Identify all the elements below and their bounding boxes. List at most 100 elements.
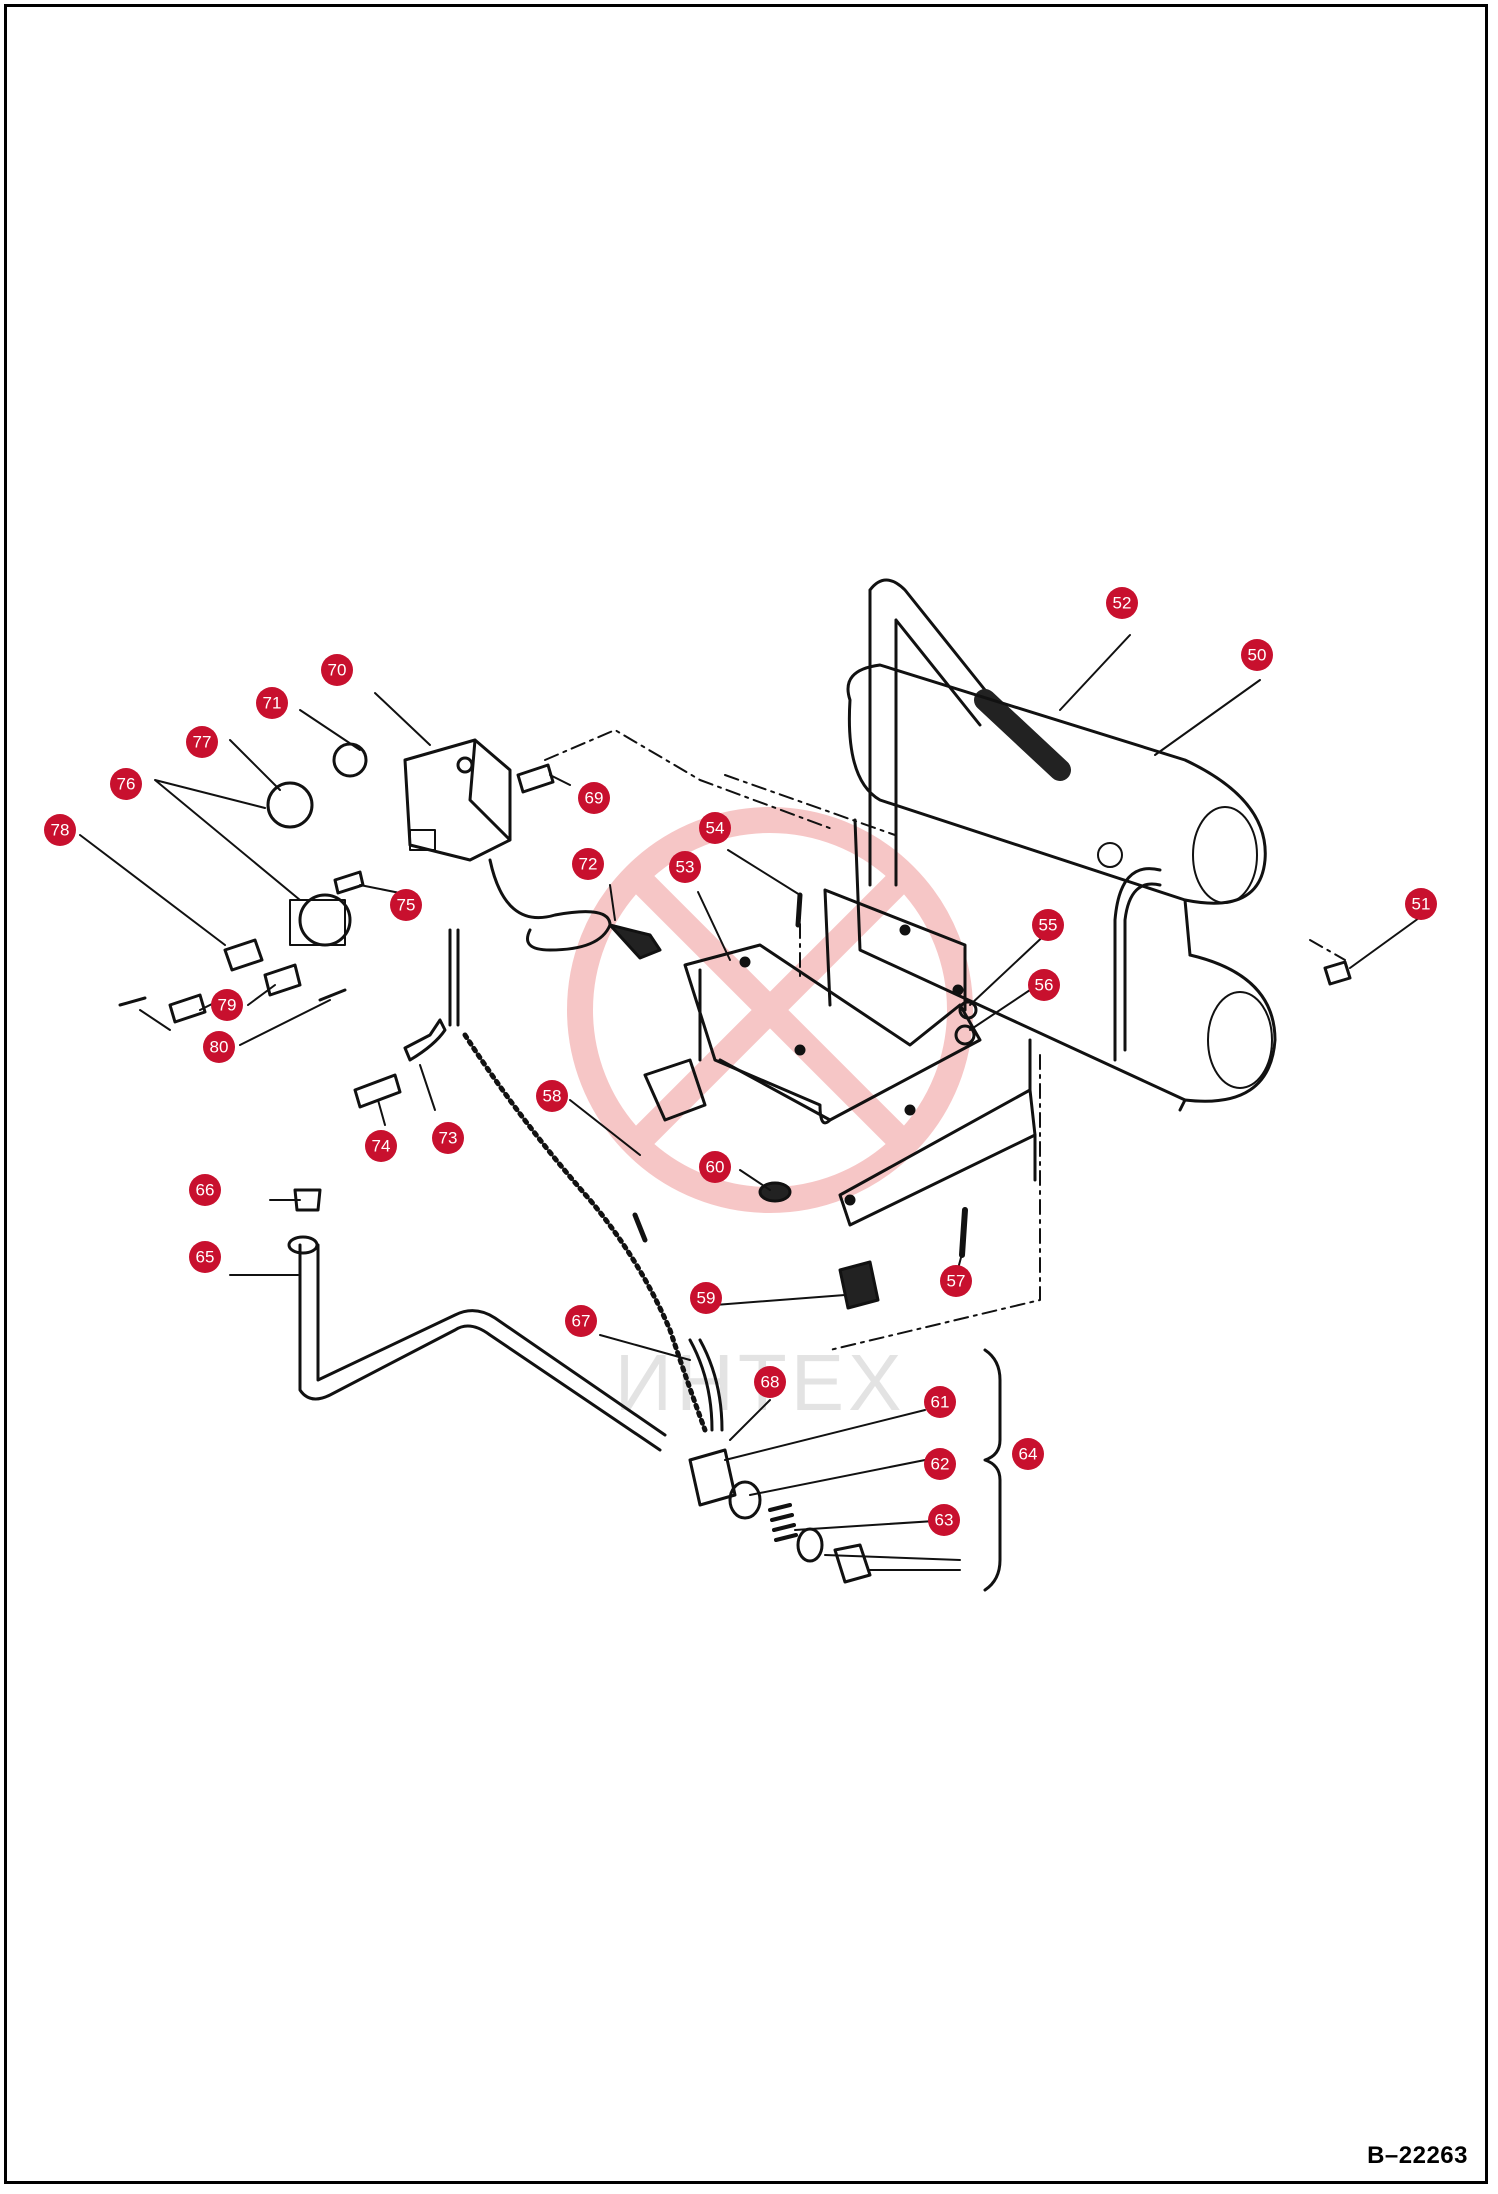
callout-79: 79 (211, 989, 243, 1021)
callout-78: 78 (44, 814, 76, 846)
svg-text:78: 78 (51, 821, 70, 840)
svg-text:50: 50 (1248, 646, 1267, 665)
callout-65: 65 (189, 1241, 221, 1273)
svg-text:69: 69 (585, 789, 604, 808)
washer-55 (958, 1000, 978, 1020)
svg-text:51: 51 (1412, 895, 1431, 914)
document-id: B–22263 (1367, 2142, 1468, 2169)
svg-text:52: 52 (1113, 594, 1132, 613)
callout-76: 76 (110, 768, 142, 800)
callout-66: 66 (189, 1174, 221, 1206)
callout-74: 74 (365, 1130, 397, 1162)
svg-text:61: 61 (931, 1393, 950, 1412)
callout-55: 55 (1032, 909, 1064, 941)
front-loop (1113, 867, 1162, 1062)
svg-text:73: 73 (439, 1129, 458, 1148)
drain-line (298, 1243, 662, 1452)
dotted-hose (462, 1032, 708, 1433)
fitting-75 (333, 870, 365, 895)
callout-61: 61 (924, 1386, 956, 1418)
svg-text:74: 74 (372, 1137, 391, 1156)
bracket-64 (983, 1348, 1002, 1592)
callout-62: 62 (924, 1448, 956, 1480)
svg-text:76: 76 (117, 775, 136, 794)
callouts: 50 51 52 53 54 55 56 57 58 59 60 61 62 6… (44, 587, 1437, 1536)
svg-text:67: 67 (572, 1312, 591, 1331)
callout-60: 60 (699, 1151, 731, 1183)
callout-50: 50 (1241, 639, 1273, 671)
callout-64: 64 (1012, 1438, 1044, 1470)
svg-text:54: 54 (706, 819, 725, 838)
callout-54: 54 (699, 812, 731, 844)
nipple-79 (168, 993, 207, 1024)
drain-spring (768, 1503, 798, 1542)
regulator (298, 893, 352, 947)
bolt-58 (632, 1212, 648, 1243)
callout-51: 51 (1405, 888, 1437, 920)
callout-53: 53 (669, 851, 701, 883)
svg-text:59: 59 (697, 1289, 716, 1308)
svg-text:70: 70 (328, 661, 347, 680)
callout-72: 72 (572, 848, 604, 880)
lower-tank (853, 818, 1277, 1103)
svg-text:65: 65 (196, 1248, 215, 1267)
svg-text:57: 57 (947, 1272, 966, 1291)
assembly-lines (544, 729, 1346, 1351)
tee-fitting (223, 938, 264, 972)
leader-lines (79, 634, 1431, 1571)
tank-handle (868, 578, 987, 887)
callout-52: 52 (1106, 587, 1138, 619)
svg-text:58: 58 (543, 1087, 562, 1106)
valve-74 (353, 1073, 402, 1109)
tube-vertical (448, 928, 460, 1027)
callout-69: 69 (578, 782, 610, 814)
handle-grip (974, 689, 1071, 781)
svg-text:60: 60 (706, 1158, 725, 1177)
rubber-mount (838, 1260, 880, 1310)
callout-56: 56 (1028, 969, 1060, 1001)
bolt-57 (959, 1207, 968, 1258)
svg-text:66: 66 (196, 1181, 215, 1200)
svg-text:55: 55 (1039, 916, 1058, 935)
plug-66 (293, 1188, 322, 1212)
callout-57: 57 (940, 1265, 972, 1297)
callout-80: 80 (203, 1031, 235, 1063)
callout-71: 71 (256, 687, 288, 719)
gauge-77 (266, 781, 314, 829)
callout-73: 73 (432, 1122, 464, 1154)
callout-63: 63 (928, 1504, 960, 1536)
callout-58: 58 (536, 1080, 568, 1112)
drain-cap (833, 1543, 872, 1584)
nipple-right (263, 963, 302, 997)
callout-67: 67 (565, 1305, 597, 1337)
pressure-switch (403, 738, 512, 862)
svg-text:79: 79 (218, 996, 237, 1015)
svg-text:63: 63 (935, 1511, 954, 1530)
svg-text:62: 62 (931, 1455, 950, 1474)
base-plate (683, 943, 982, 1125)
svg-text:68: 68 (761, 1373, 780, 1392)
callout-77: 77 (186, 726, 218, 758)
callout-75: 75 (390, 889, 422, 921)
svg-text:53: 53 (676, 858, 695, 877)
callout-68: 68 (754, 1366, 786, 1398)
svg-text:72: 72 (579, 855, 598, 874)
gauge-71 (332, 742, 368, 778)
svg-text:56: 56 (1035, 976, 1054, 995)
tube-67 (688, 1338, 724, 1432)
power-cord (488, 858, 612, 952)
svg-text:75: 75 (397, 896, 416, 915)
base-plate-back (823, 888, 967, 1012)
fitting-69 (516, 763, 555, 794)
svg-text:77: 77 (193, 733, 212, 752)
washer-56 (954, 1024, 976, 1046)
svg-text:71: 71 (263, 694, 282, 713)
upper-tank (846, 663, 1267, 905)
fitting-51 (1323, 960, 1352, 986)
line-art (79, 578, 1431, 1592)
svg-text:64: 64 (1019, 1445, 1038, 1464)
callout-59: 59 (690, 1282, 722, 1314)
svg-text:80: 80 (210, 1038, 229, 1057)
callout-70: 70 (321, 654, 353, 686)
